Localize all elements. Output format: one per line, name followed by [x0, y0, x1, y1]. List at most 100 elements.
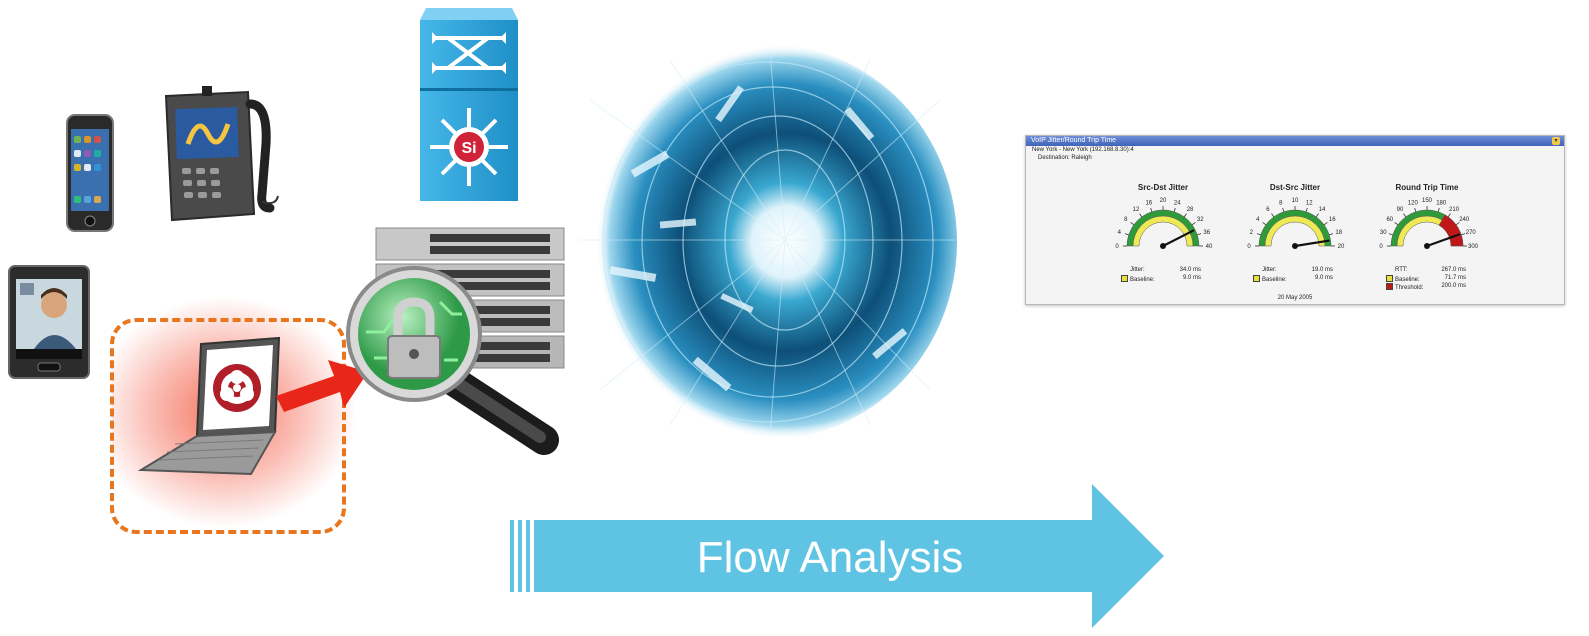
gauge-tick-label: 14: [1319, 207, 1326, 213]
infected-endpoint-box: [110, 318, 346, 534]
collapse-icon[interactable]: ▾: [1552, 137, 1560, 145]
gauge-band-yellow: [1264, 215, 1326, 247]
panel-destination: Destination: Raleigh: [1038, 155, 1092, 161]
legend-row: Baseline:: [1253, 275, 1287, 283]
baseline-swatch: [1253, 275, 1260, 282]
gauge-band-yellow: [1132, 215, 1194, 247]
gauge-tick-label: 0: [1379, 244, 1383, 250]
gauge-tick: [1447, 213, 1451, 218]
ip-phone-icon: [158, 84, 283, 224]
legend-row: Baseline:: [1386, 275, 1420, 283]
gauge-tick: [1403, 213, 1407, 218]
gauge-tick-label: 8: [1279, 200, 1283, 206]
gauge-tick: [1282, 207, 1285, 212]
switch-badge: Si: [461, 140, 476, 157]
gauge-tick: [1414, 207, 1417, 212]
gauge-tick: [1455, 222, 1460, 226]
baseline-swatch: [1386, 275, 1393, 282]
gauge-tick-label: 40: [1206, 244, 1213, 250]
gauge-tick-label: 270: [1466, 230, 1477, 236]
gauge-tick: [1329, 233, 1334, 236]
gauge-tick-label: 16: [1329, 217, 1336, 223]
gauge-tick-label: 12: [1133, 207, 1140, 213]
gauge-tick-label: 20: [1160, 198, 1167, 204]
gauge-tick: [1124, 233, 1129, 236]
gauge-tick-label: 210: [1449, 207, 1460, 213]
panel-title-bar: VoIP Jitter/Round Trip Time ▾: [1026, 136, 1564, 146]
gauge-tick-label: 20: [1338, 244, 1345, 250]
gauge-hub: [1424, 243, 1430, 249]
gauge-tick-label: 150: [1422, 198, 1433, 204]
gauge-needle: [1161, 229, 1195, 248]
gauge-tick: [1191, 222, 1196, 226]
voip-jitter-panel: VoIP Jitter/Round Trip Time ▾ New York -…: [1025, 135, 1565, 305]
gauge-tick-label: 30: [1380, 230, 1387, 236]
panel-subtitle: New York - New York (192.168.8.30):4: [1032, 147, 1134, 153]
legend-row: Threshold:: [1386, 283, 1423, 291]
infected-laptop-icon: [135, 336, 285, 486]
gauge-needle: [1293, 239, 1330, 248]
gauge-tick-label: 36: [1203, 230, 1210, 236]
gauge-tick: [1394, 222, 1399, 226]
baseline-swatch: [1121, 275, 1128, 282]
gauge-tick-label: 2: [1250, 230, 1254, 236]
flow-analysis-arrow: [508, 482, 1168, 630]
gauge-tick-label: 0: [1115, 244, 1119, 250]
gauge-tick-label: 120: [1408, 200, 1419, 206]
gauge-tick-label: 300: [1468, 244, 1479, 250]
gauge-tick: [1323, 222, 1328, 226]
gauge-hub: [1160, 243, 1166, 249]
gauge-tick: [1256, 233, 1261, 236]
gauge-tick: [1183, 213, 1187, 218]
red-arrow-icon: [272, 352, 372, 422]
gauge-tick-label: 24: [1174, 200, 1181, 206]
panel-title: VoIP Jitter/Round Trip Time: [1031, 137, 1117, 144]
gauge-needle: [1425, 233, 1461, 248]
gauge-tick-label: 18: [1335, 230, 1342, 236]
gauge-tick-label: 90: [1397, 207, 1404, 213]
panel-date: 20 May 2005: [1277, 295, 1313, 301]
gauge-tick: [1173, 207, 1176, 212]
legend-row: Jitter:: [1262, 267, 1277, 273]
data-tunnel-image: [570, 40, 965, 445]
video-tablet-icon: [8, 265, 90, 379]
gauge-title: Round Trip Time: [1395, 183, 1459, 192]
gauge-tick: [1130, 222, 1135, 226]
gauge-tick: [1139, 213, 1143, 218]
gauge-tick: [1388, 233, 1393, 236]
gauge-tick-label: 16: [1145, 200, 1152, 206]
legend-row: Baseline:: [1121, 275, 1155, 283]
gauge-tick-label: 4: [1118, 230, 1122, 236]
gauge-tick-label: 32: [1197, 217, 1204, 223]
gauge-tick-label: 10: [1292, 198, 1299, 204]
magnifier-lock-icon: [344, 262, 569, 477]
gauge-tick-label: 4: [1256, 217, 1260, 223]
gauge-title: Src-Dst Jitter: [1137, 183, 1189, 192]
biohazard-icon: [213, 364, 261, 412]
gauge-tick-label: 0: [1247, 244, 1251, 250]
gauge-tick: [1305, 207, 1308, 212]
gauge-tick-label: 180: [1436, 200, 1447, 206]
gauge-tick: [1271, 213, 1275, 218]
legend-row: Jitter:: [1130, 267, 1145, 273]
smartphone-icon: [66, 114, 114, 232]
gauge-tick-label: 8: [1124, 217, 1128, 223]
gauge-tick-label: 60: [1386, 217, 1393, 223]
gauge-tick-label: 12: [1306, 200, 1313, 206]
gauge-tick: [1315, 213, 1319, 218]
flow-analysis-label: Flow Analysis: [696, 533, 964, 582]
gauge-tick-label: 28: [1187, 207, 1194, 213]
gauge-tick-label: 240: [1459, 217, 1470, 223]
gauge-tick: [1197, 233, 1202, 236]
gauge-tick: [1437, 207, 1440, 212]
gauge-tick: [1262, 222, 1267, 226]
gauge-band-red: [1438, 214, 1464, 247]
multilayer-switch-icon: Si: [418, 6, 520, 204]
legend-row: RTT:: [1395, 267, 1408, 273]
